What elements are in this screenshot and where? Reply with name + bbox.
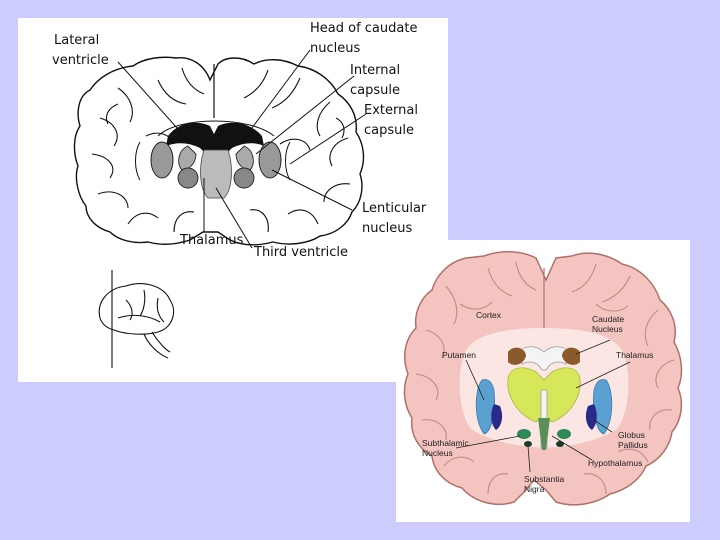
label-subthalamic-1: Subthalamic: [422, 438, 470, 448]
label-globus-pallidus-1: Globus: [618, 430, 645, 440]
color-substantia-nigra-left: [524, 441, 532, 447]
sketch-lenticular-right: [258, 141, 282, 179]
color-leader-lines: [455, 339, 631, 473]
label-thalamus: Thalamus: [616, 350, 653, 360]
color-diencephalon-stalk: [538, 418, 550, 450]
label-lenticular-nucleus-2: nucleus: [362, 221, 412, 236]
label-lateral-ventricle-2: ventricle: [52, 53, 109, 68]
label-putamen: Putamen: [442, 350, 476, 360]
label-substantia-nigra-1: Substantia: [524, 474, 564, 484]
label-external-capsule-2: capsule: [364, 123, 414, 138]
sketch-caudate-left: [178, 145, 197, 171]
color-globus-pallidus-left: [491, 404, 503, 430]
color-brain-svg: Cortex Caudate Nucleus Putamen Thalamus …: [403, 251, 683, 506]
label-internal-capsule-2: capsule: [350, 83, 400, 98]
color-caudate-right: [562, 347, 580, 365]
label-external-capsule-1: External: [364, 103, 418, 118]
label-subthalamic-2: Nucleus: [422, 448, 453, 458]
sketch-gyri: [91, 67, 351, 233]
label-caudate-1: Caudate: [592, 314, 624, 324]
color-subthalamic-left: [517, 429, 531, 439]
sketch-thalamus-right: [233, 167, 255, 189]
sketch-leader-lines: [117, 49, 367, 249]
sketch-lenticular-left: [150, 141, 174, 179]
label-lenticular-nucleus-1: Lenticular: [362, 201, 427, 216]
label-third-ventricle: Third ventricle: [253, 245, 348, 260]
label-globus-pallidus-2: Pallidus: [618, 440, 648, 450]
label-lateral-ventricle-1: Lateral: [54, 33, 99, 48]
label-internal-capsule-1: Internal: [350, 63, 400, 78]
sketch-external-capsule: [285, 141, 291, 181]
label-substantia-nigra-2: Nigra: [524, 484, 545, 494]
color-subthalamic-right: [557, 429, 571, 439]
sketch-brain-outline: [73, 56, 365, 246]
label-hypothalamus: Hypothalamus: [588, 458, 642, 468]
color-gyri: [415, 261, 675, 495]
label-thalamus: Thalamus: [179, 233, 244, 248]
sketch-caudate-right: [235, 145, 254, 171]
color-caudate-left: [508, 347, 526, 365]
sketch-corpus-callosum: [157, 120, 275, 137]
color-lateral-ventricles: [517, 346, 571, 371]
sketch-thalamus-left: [177, 167, 199, 189]
color-brain-panel: Cortex Caudate Nucleus Putamen Thalamus …: [396, 240, 690, 522]
color-globus-pallidus-right: [585, 404, 597, 430]
sketch-brain-panel: Lateral ventricle Head of caudate nucleu…: [18, 18, 448, 382]
sketch-brain-svg: Lateral ventricle Head of caudate nucleu…: [52, 21, 427, 368]
label-caudate-2: Nucleus: [592, 324, 623, 334]
label-head-of-caudate-1: Head of caudate: [310, 21, 417, 36]
sketch-inset-brain: [98, 270, 175, 368]
sketch-internal-capsule-stipple: [200, 149, 232, 199]
color-substantia-nigra-right: [556, 441, 564, 447]
label-head-of-caudate-2: nucleus: [310, 41, 360, 56]
label-cortex: Cortex: [476, 310, 502, 320]
